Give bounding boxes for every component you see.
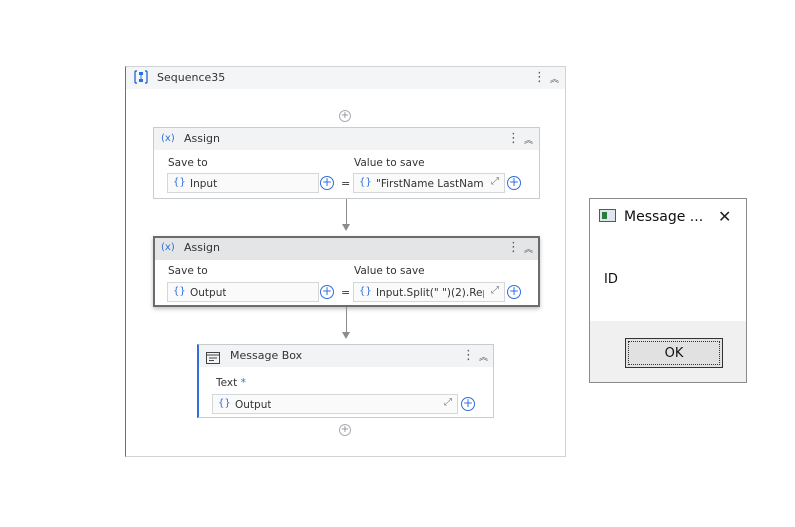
sequence-more-options-icon[interactable]: ⋮ <box>533 70 546 85</box>
message-box-collapse-icon[interactable]: ︽ <box>479 353 489 363</box>
message-box-text-label: Text * <box>216 377 246 389</box>
assign-activity-1[interactable]: (x) Assign ⋮ ︽ Save to Value to save {} … <box>153 127 540 199</box>
assign-2-save-to-add-icon[interactable]: + <box>320 284 334 299</box>
brace-icon: {} <box>173 286 186 297</box>
assign-1-save-to-label: Save to <box>168 157 208 169</box>
assign-1-save-to-add-icon[interactable]: + <box>320 175 334 190</box>
assign-1-header[interactable]: (x) Assign ⋮ ︽ <box>154 128 539 150</box>
message-box-text-field[interactable]: {} Output ⤢ <box>212 394 458 414</box>
assign-1-save-to-field[interactable]: {} Input <box>167 173 319 193</box>
assign-2-equals: = <box>341 286 351 299</box>
connector-line-1 <box>346 199 347 224</box>
expand-editor-icon[interactable]: ⤢ <box>444 397 452 408</box>
ok-button[interactable]: OK <box>625 338 723 368</box>
connector-arrow-1 <box>342 224 350 231</box>
connector-arrow-2 <box>342 332 350 339</box>
connector-line-2 <box>346 307 347 332</box>
expand-editor-icon[interactable]: ⤢ <box>491 285 499 296</box>
assign-2-value-label: Value to save <box>354 265 425 277</box>
assign-activity-2[interactable]: (x) Assign ⋮ ︽ Save to Value to save {} … <box>153 236 540 307</box>
assign-1-value-add-icon[interactable]: + <box>507 175 521 190</box>
assign-1-value-field[interactable]: {} "FirstName LastName ⤢ <box>353 173 505 193</box>
message-box-text-value: Output <box>235 399 272 411</box>
assign-1-equals: = <box>341 177 351 190</box>
add-activity-top-icon[interactable]: + <box>339 110 351 122</box>
message-box-add-icon[interactable]: + <box>461 396 475 411</box>
assign-2-title: Assign <box>184 241 220 254</box>
assign-icon: (x) <box>161 242 175 253</box>
dialog-app-icon <box>599 209 616 222</box>
close-icon[interactable]: ✕ <box>718 207 732 226</box>
assign-1-save-to-value: Input <box>190 178 218 190</box>
assign-2-save-to-value: Output <box>190 287 227 299</box>
assign-icon: (x) <box>161 133 175 144</box>
brace-icon: {} <box>218 398 231 409</box>
assign-2-value-add-icon[interactable]: + <box>507 284 521 299</box>
message-box-activity[interactable]: Message Box ⋮ ︽ Text * {} Output ⤢ + <box>197 344 494 418</box>
sequence-container[interactable]: Sequence35 ⋮ ︽ + (x) Assign ⋮ ︽ Save to … <box>125 66 566 457</box>
message-box-icon <box>206 349 220 368</box>
assign-2-header[interactable]: (x) Assign ⋮ ︽ <box>155 238 538 260</box>
brace-icon: {} <box>173 177 186 188</box>
assign-2-save-to-label: Save to <box>168 265 208 277</box>
message-dialog[interactable]: Message ... ✕ ID OK <box>589 198 747 383</box>
assign-1-title: Assign <box>184 132 220 145</box>
assign-1-value-label: Value to save <box>354 157 425 169</box>
dialog-title: Message ... <box>624 209 704 225</box>
assign-1-collapse-icon[interactable]: ︽ <box>524 136 534 146</box>
message-box-header[interactable]: Message Box ⋮ ︽ <box>199 345 493 367</box>
assign-2-value-text: Input.Split(" ")(2).Repla <box>376 287 484 299</box>
sequence-collapse-icon[interactable]: ︽ <box>550 75 560 85</box>
sequence-header[interactable]: Sequence35 ⋮ ︽ <box>126 67 565 89</box>
brace-icon: {} <box>359 286 372 297</box>
expand-editor-icon[interactable]: ⤢ <box>491 176 499 187</box>
brace-icon: {} <box>359 177 372 188</box>
assign-1-value-text: "FirstName LastName <box>376 178 484 190</box>
assign-2-save-to-field[interactable]: {} Output <box>167 282 319 302</box>
message-box-more-options-icon[interactable]: ⋮ <box>462 348 475 363</box>
message-box-title: Message Box <box>230 349 303 362</box>
assign-2-collapse-icon[interactable]: ︽ <box>524 245 534 255</box>
assign-2-more-options-icon[interactable]: ⋮ <box>507 240 520 255</box>
add-activity-bottom-icon[interactable]: + <box>339 424 351 436</box>
assign-1-more-options-icon[interactable]: ⋮ <box>507 131 520 146</box>
sequence-icon <box>134 70 148 84</box>
sequence-title: Sequence35 <box>157 71 226 84</box>
required-mark: * <box>240 377 246 389</box>
dialog-message: ID <box>604 272 618 287</box>
assign-2-value-field[interactable]: {} Input.Split(" ")(2).Repla ⤢ <box>353 282 505 302</box>
